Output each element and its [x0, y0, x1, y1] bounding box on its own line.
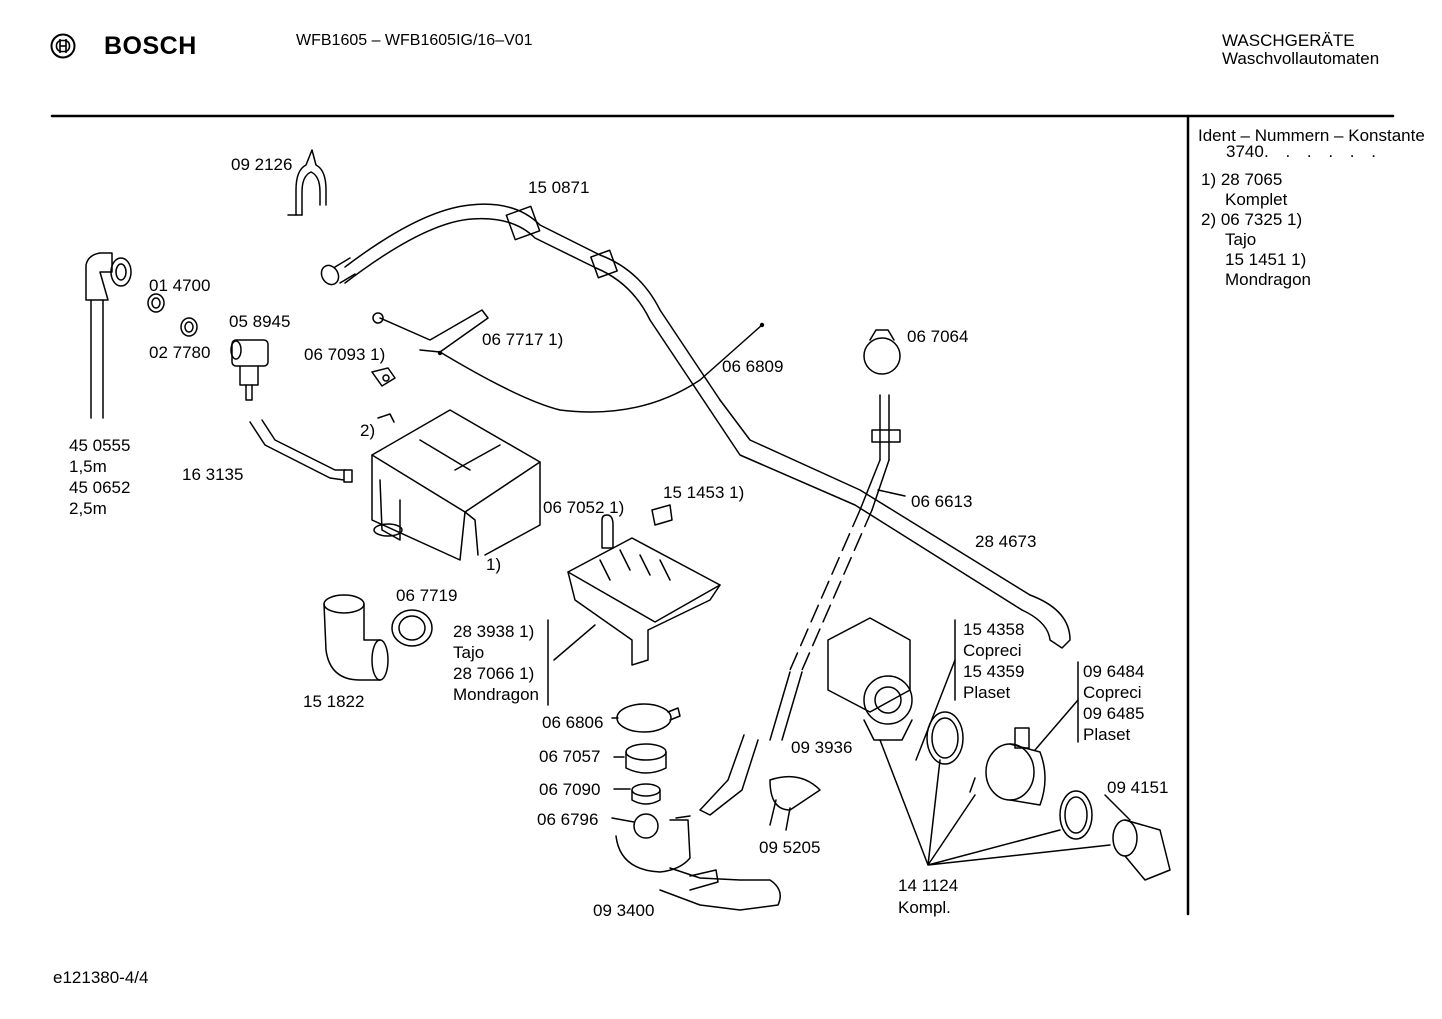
part-label: 09 5205	[759, 838, 821, 857]
drain-pump-shape	[827, 617, 913, 741]
sump-elbow-shape	[323, 594, 389, 681]
part-label: Tajo	[453, 643, 485, 662]
part-label: 02 7780	[149, 343, 211, 362]
detergent-drawer-shape	[567, 537, 721, 666]
part-label: 09 2126	[231, 155, 293, 174]
note-label: 2)	[360, 421, 376, 440]
ident-dots: . . . . . .	[1264, 142, 1382, 161]
part-label: 06 7093 1)	[304, 345, 386, 364]
part-label: Plaset	[1083, 725, 1131, 744]
part-label: 45 0555	[69, 436, 131, 455]
part-label: 09 3936	[791, 738, 853, 757]
ident-title: Ident – Nummern – Konstante	[1198, 126, 1425, 145]
pump-filter-shape	[1112, 819, 1171, 881]
category-title: WASCHGERÄTE	[1222, 31, 1355, 50]
part-label: 09 6485	[1083, 704, 1145, 723]
note-line: 2) 06 7325 1)	[1201, 210, 1303, 229]
long-hose-upper	[344, 203, 721, 401]
part-label: 06 7090	[539, 780, 601, 799]
part-label: 01 4700	[149, 276, 211, 295]
part-label: 15 4359	[963, 662, 1025, 681]
inlet-valve-shape	[230, 339, 269, 401]
category-subtitle: Waschvollautomaten	[1222, 49, 1380, 68]
pump-hose-shape	[699, 734, 759, 816]
pump-cover-shape	[969, 727, 1046, 806]
note-line: Komplet	[1225, 190, 1288, 209]
note-line: Mondragon	[1225, 270, 1312, 289]
part-label: 2,5m	[69, 499, 107, 518]
part-label: 16 3135	[182, 465, 244, 484]
note-line: Tajo	[1225, 230, 1257, 249]
part-label: Mondragon	[453, 685, 540, 704]
long-hose-lower	[719, 399, 1031, 596]
bosch-logo-icon	[50, 33, 76, 59]
note-line: 1) 28 7065	[1201, 170, 1283, 189]
part-label: 28 4673	[975, 532, 1037, 551]
inlet-hose-shape	[85, 252, 132, 419]
part-label: 06 6806	[542, 713, 604, 732]
hose-clip-shape	[287, 149, 327, 216]
ground-wire	[439, 324, 763, 413]
part-label: 06 6796	[537, 810, 599, 829]
part-label: 28 3938 1)	[453, 622, 535, 641]
sump-shape	[615, 815, 781, 911]
short-hose-shape	[249, 421, 345, 481]
detergent-housing-shape	[371, 409, 541, 561]
part-label: 06 7057	[539, 747, 601, 766]
document-reference: e121380-4/4	[53, 968, 149, 987]
part-label: 1,5m	[69, 457, 107, 476]
part-label: Copreci	[1083, 683, 1142, 702]
note-label: 1)	[486, 555, 502, 574]
model-number: WFB1605 – WFB1605IG/16–V01	[296, 32, 533, 49]
ident-value: 3740	[1226, 142, 1264, 161]
part-label: Plaset	[963, 683, 1011, 702]
part-label: 06 6613	[911, 492, 973, 511]
part-label: Copreci	[963, 641, 1022, 660]
part-label: 14 1124	[898, 876, 959, 895]
part-label: 06 7717 1)	[482, 330, 564, 349]
part-label: 15 4358	[963, 620, 1025, 639]
part-label: 45 0652	[69, 478, 131, 497]
part-label: 09 4151	[1107, 778, 1169, 797]
part-label: 28 7066 1)	[453, 664, 535, 683]
part-label: 15 0871	[528, 178, 590, 197]
part-label: 09 6484	[1083, 662, 1145, 681]
note-line: 15 1451 1)	[1225, 250, 1307, 269]
part-label: 06 6809	[722, 357, 784, 376]
brand-name: BOSCH	[104, 32, 197, 60]
part-label: 15 1453 1)	[663, 483, 745, 502]
part-label: 06 7052 1)	[543, 498, 625, 517]
part-label: 05 8945	[229, 312, 291, 331]
part-label: 09 3400	[593, 901, 655, 920]
part-label: 06 7064	[907, 327, 969, 346]
part-label: 06 7719	[396, 586, 458, 605]
part-label: Kompl.	[898, 898, 951, 917]
part-label: 15 1822	[303, 692, 365, 711]
